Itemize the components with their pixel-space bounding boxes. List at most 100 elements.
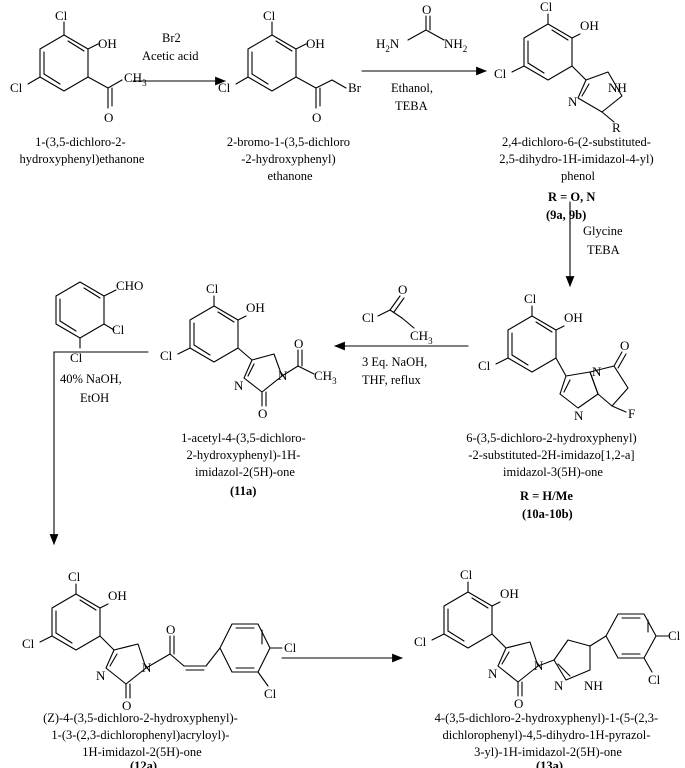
atom-cl: Cl (540, 0, 553, 14)
atom-r: R (612, 120, 621, 135)
atom-br: Br (348, 80, 362, 95)
atom-cl: Cl (206, 281, 219, 296)
compound-13-code: (13a) (536, 759, 563, 768)
reagent-acetyl-chloride: Cl O CH3 (362, 282, 433, 346)
svg-text:NH2: NH2 (444, 36, 467, 54)
atom-cl: Cl (112, 322, 125, 337)
condition-step1-line1: Br2 (162, 31, 181, 45)
svg-text:CH3: CH3 (124, 70, 147, 88)
atom-cl: Cl (218, 80, 231, 95)
atom-cl: Cl (524, 291, 537, 306)
atom-o: O (258, 406, 267, 421)
atom-o: O (294, 336, 303, 351)
atom-cl: Cl (55, 8, 68, 23)
atom-o: O (422, 2, 431, 17)
atom-cl: Cl (460, 567, 473, 582)
structure-compound-10: Cl OH Cl N N O F (478, 291, 635, 423)
atom-h2n: H (376, 36, 385, 51)
atom-oh: OH (108, 588, 127, 603)
condition-step3-line1: Glycine (583, 224, 623, 238)
atom-n: N (554, 678, 564, 693)
atom-n: N (142, 660, 152, 675)
svg-text:CH3: CH3 (314, 368, 337, 386)
atom-cl: Cl (362, 310, 375, 325)
compound-12-code: (12a) (130, 759, 157, 768)
condition-step1-line2: Acetic acid (142, 49, 199, 63)
atom-ch3: CH (314, 368, 332, 383)
compound-12-name: (Z)-4-(3,5-dichloro-2-hydroxyphenyl)- 1-… (43, 711, 241, 759)
condition-step4-line1: 3 Eq. NaOH, (362, 355, 427, 369)
atom-n: N (96, 668, 106, 683)
structure-compound-2: Cl OH Cl O Br (218, 8, 362, 125)
atom-cl: Cl (10, 80, 23, 95)
condition-step3-line2: TEBA (587, 243, 620, 257)
svg-text:Br2: Br2 (162, 31, 181, 45)
compound-10-code: (10a-10b) (522, 507, 573, 521)
atom-ch3: CH (124, 70, 142, 85)
structure-compound-11: Cl OH Cl N N O O CH3 (160, 281, 337, 421)
atom-o: O (122, 698, 131, 713)
compound-9-r-label: R = O, N (548, 190, 595, 204)
atom-cl: Cl (478, 358, 491, 373)
atom-cl: Cl (160, 348, 173, 363)
atom-nh2: NH (444, 36, 463, 51)
atom-cl: Cl (264, 686, 277, 701)
atom-cl: Cl (22, 636, 35, 651)
atom-cl: Cl (668, 628, 681, 643)
atom-o: O (398, 282, 407, 297)
compound-11-name: 1-acetyl-4-(3,5-dichloro- 2-hydroxypheny… (181, 431, 309, 479)
atom-o: O (104, 110, 113, 125)
atom-n: N (592, 364, 602, 379)
atom-o: O (312, 110, 321, 125)
atom-o: O (514, 696, 523, 711)
atom-cl: Cl (70, 350, 83, 365)
atom-cl: Cl (648, 672, 661, 687)
reagent-urea: O H2N NH2 (376, 2, 467, 54)
atom-oh: OH (580, 18, 599, 33)
structure-compound-9: Cl OH Cl NH N R (494, 0, 627, 135)
condition-step4-line2: THF, reflux (362, 373, 421, 387)
svg-text:H2N: H2N (376, 36, 400, 54)
atom-cho: CHO (116, 278, 143, 293)
atom-oh: OH (500, 586, 519, 601)
atom-cl: Cl (414, 634, 427, 649)
atom-n: N (568, 94, 578, 109)
condition-step5-line1: 40% NaOH, (60, 372, 122, 386)
atom-cl: Cl (284, 640, 297, 655)
atom-oh: OH (98, 36, 117, 51)
structure-compound-12: Cl OH Cl N N O O Cl Cl (22, 569, 297, 713)
atom-cl: Cl (68, 569, 81, 584)
atom-oh: OH (246, 300, 265, 315)
subscript-3: 3 (142, 78, 147, 88)
atom-cl: Cl (494, 66, 507, 81)
svg-text:CH3: CH3 (410, 328, 433, 346)
compound-10-name: 6-(3,5-dichloro-2-hydroxyphenyl) -2-subs… (466, 431, 640, 479)
atom-o: O (166, 622, 175, 637)
condition-step5-line2: EtOH (80, 391, 109, 405)
atom-n: N (278, 368, 288, 383)
compound-9-code: (9a, 9b) (546, 208, 586, 222)
compound-1-name: 1-(3,5-dichloro-2- hydroxyphenyl)ethanon… (20, 135, 145, 166)
structure-compound-13: Cl OH Cl N N O N NH Cl Cl (414, 567, 681, 711)
atom-oh: OH (564, 310, 583, 325)
atom-nh: NH (608, 80, 627, 95)
atom-cl: Cl (263, 8, 276, 23)
atom-nh: NH (584, 678, 603, 693)
compound-10-r-label: R = H/Me (520, 489, 573, 503)
atom-n: N (488, 666, 498, 681)
compound-2-name: 2-bromo-1-(3,5-dichloro -2-hydroxyphenyl… (227, 135, 353, 183)
atom-n: N (234, 378, 244, 393)
compound-11-code: (11a) (230, 484, 256, 498)
atom-f: F (628, 406, 635, 421)
compound-9-name: 2,4-dichloro-6-(2-substituted- 2,5-dihyd… (499, 135, 657, 183)
structure-compound-1: Cl OH Cl O CH3 (10, 8, 147, 125)
atom-n: N (574, 408, 584, 423)
atom-oh: OH (306, 36, 325, 51)
reagent-dichlorobenzaldehyde: CHO Cl Cl (55, 278, 143, 365)
compound-13-name: 4-(3,5-dichloro-2-hydroxyphenyl)-1-(5-(2… (435, 711, 662, 759)
condition-step2-line1: Ethanol, (391, 81, 433, 95)
atom-ch3: CH (410, 328, 428, 343)
atom-o: O (620, 338, 629, 353)
atom-n: N (534, 658, 544, 673)
